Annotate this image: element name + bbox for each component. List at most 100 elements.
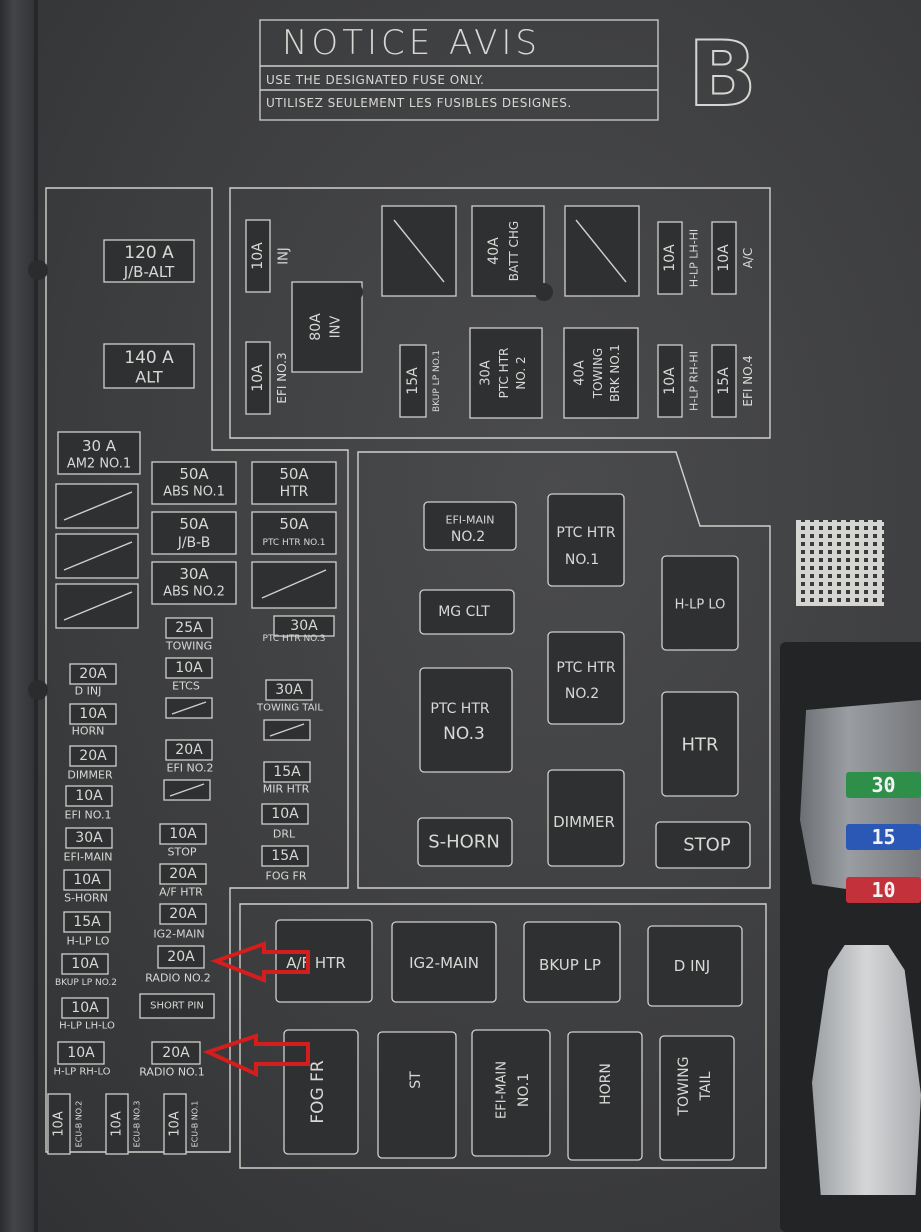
fuse-drl-label: DRL	[273, 828, 296, 841]
fuse-horn-label: HORN	[72, 725, 105, 738]
notice-line-en: USE THE DESIGNATED FUSE ONLY.	[266, 73, 485, 87]
fuse-hlprhlo-amps: 10A	[67, 1045, 95, 1061]
fuse-efi2-label: EFI NO.2	[167, 762, 214, 775]
fuse-120a-amps: 120 A	[124, 243, 174, 263]
fuse-efi1-amps: 10A	[75, 788, 103, 804]
relay-dimmer-label: DIMMER	[553, 813, 615, 831]
fuse-140a-label: ALT	[135, 368, 163, 387]
fuse-dimmer-amps: 20A	[79, 748, 107, 764]
fuse-htr-amps: 50A	[279, 465, 309, 483]
relay-hlplo-label: H-LP LO	[675, 598, 726, 613]
relay-afhtr-label: A/F HTR	[286, 954, 346, 972]
fuse-ptc1-label: PTC HTR NO.1	[263, 538, 326, 548]
fuse-ptc2-line2: NO. 2	[514, 356, 528, 389]
fuse-stop-amps: 10A	[169, 826, 197, 842]
fuse-abs2-label: ABS NO.2	[163, 585, 225, 600]
fuse-abs1-amps: 50A	[179, 465, 209, 483]
fuse-efi4-amps: 15A	[716, 367, 732, 395]
notice-header: NOTICE AVIS	[282, 23, 541, 63]
relay-towtail-line1: TOWING	[676, 1057, 692, 1117]
fuse-ptc2-amps: 30A	[479, 360, 494, 386]
notice-line-fr: UTILISEZ SEULEMENT LES FUSIBLES DESIGNES…	[266, 96, 572, 110]
fuse-am2-amps: 30 A	[82, 437, 117, 455]
fuse-bkup2-amps: 10A	[71, 956, 99, 972]
datamatrix-code	[796, 520, 884, 606]
fuse-htr-label: HTR	[280, 484, 309, 500]
relay-ptc1-line1: PTC HTR	[556, 525, 615, 541]
notice-box	[259, 19, 659, 121]
fuse-hlplo-label: H-LP LO	[67, 935, 110, 948]
fuse-abs1-label: ABS NO.1	[163, 485, 225, 500]
fuse-ecub2-amps: 10A	[52, 1111, 67, 1137]
fuse-afhtr-label: A/F HTR	[159, 886, 203, 899]
fuse-efimain-label: EFI-MAIN	[64, 851, 113, 864]
fuse-hlplhlo-amps: 10A	[71, 1000, 99, 1016]
fuse-hlprhhi-amps: 10A	[662, 367, 678, 395]
fuse-batt-amps: 40A	[486, 237, 502, 265]
fuse-dinj-label: D INJ	[75, 685, 102, 698]
relay-dinj-label: D INJ	[674, 957, 710, 975]
fuse-efi4-label: EFI NO.4	[741, 355, 755, 406]
fuse-radio1-amps: 20A	[162, 1045, 190, 1061]
fuse-radio1-label: RADIO NO.1	[139, 1066, 205, 1079]
fuse-ig2main-amps: 20A	[169, 906, 197, 922]
fuse-hlplo-amps: 15A	[73, 914, 101, 930]
fuse-am2-label: AM2 NO.1	[67, 457, 131, 472]
relay-mgclt-label: MG CLT	[438, 604, 490, 620]
arrow-radio-no2	[210, 941, 310, 983]
fuse-inv-amps: 80A	[308, 313, 324, 341]
fuse-ptc3-label: PTC HTR NO.3	[263, 634, 326, 644]
fuse-dimmer-label: DIMMER	[67, 769, 113, 782]
relay-stop-label: STOP	[683, 835, 731, 856]
spare-fuse-30a[interactable]: 30	[846, 772, 921, 798]
fuse-bkup1-label: BKUP LP NO.1	[432, 350, 442, 412]
spare-fuse-15a[interactable]: 15	[846, 824, 921, 850]
panel-letter: B	[687, 22, 758, 127]
fuse-ecub3-label: ECU-B NO.3	[133, 1101, 142, 1148]
relay-st-label: ST	[408, 1071, 424, 1089]
fuse-120a-label: J/B-ALT	[123, 263, 175, 281]
fuse-radio2-label: RADIO NO.2	[145, 972, 211, 985]
relay-shorn-label: S-HORN	[428, 832, 500, 853]
fuse-ac-amps: 10A	[716, 244, 732, 272]
relay-ig2main-label: IG2-MAIN	[409, 954, 479, 972]
bottom-relay-outline	[239, 903, 767, 1169]
fuse-drl-amps: 10A	[271, 806, 299, 822]
relay-htr-label: HTR	[681, 735, 718, 756]
fuse-jbb-label: J/B-B	[177, 535, 211, 551]
fuse-efi3-label: EFI NO.3	[275, 352, 289, 403]
fuse-bkup1-amps: 15A	[405, 367, 421, 395]
spare-fuse-holder	[800, 700, 921, 900]
lid-edge	[0, 0, 34, 1232]
relay-region-outline	[357, 451, 771, 889]
fuse-inv-label: INV	[329, 316, 344, 339]
lid-edge-shadow	[34, 0, 38, 1232]
relay-ptc1-line2: NO.1	[565, 552, 599, 568]
fuse-dinj-amps: 20A	[79, 666, 107, 682]
fuse-hlplhlo-label: H-LP LH-LO	[59, 1021, 115, 1032]
fuse-hlprhlo-label: H-LP RH-LO	[53, 1067, 110, 1078]
fuse-efi1-label: EFI NO.1	[65, 809, 112, 822]
fuse-efimain-amps: 30A	[75, 830, 103, 846]
spare-fuse-10a[interactable]: 10	[846, 877, 921, 903]
relay-horn-label: HORN	[598, 1063, 614, 1105]
fuse-ecub1-label: ECU-B NO.1	[191, 1101, 200, 1148]
fuse-etcs-amps: 10A	[175, 660, 203, 676]
fuse-efi3-amps: 10A	[250, 364, 266, 392]
fuse-shorn-amps: 10A	[73, 872, 101, 888]
fuse-fogfr-amps: 15A	[271, 848, 299, 864]
fuse-towing-label: TOWING	[165, 640, 212, 653]
fuse-hlprhhi-label: H-LP RH-HI	[688, 351, 701, 411]
fuse-ptc1-amps: 50A	[279, 515, 309, 533]
fuse-puller-tool[interactable]	[812, 945, 921, 1195]
fuse-radio2-amps: 20A	[167, 949, 195, 965]
fuse-hlplhhi-amps: 10A	[662, 244, 678, 272]
fuse-shorn-label: S-HORN	[64, 892, 108, 905]
short-pin-label: SHORT PIN	[150, 1001, 204, 1012]
fuse-towing-amps: 25A	[175, 620, 203, 636]
relay-ptc2-line2: NO.2	[565, 686, 599, 702]
fuse-towbrk-line2: BRK NO.1	[608, 344, 622, 402]
fuse-inj-label: INJ	[277, 247, 292, 264]
fuse-afhtr-amps: 20A	[169, 866, 197, 882]
